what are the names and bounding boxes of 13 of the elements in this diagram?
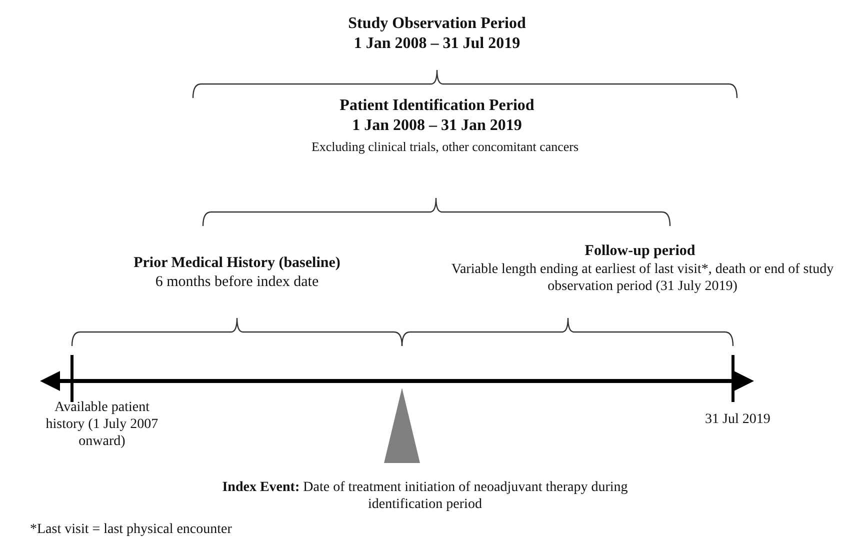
period-description: Available patient history (1 July 2007 onward)	[44, 400, 160, 450]
period-heading: Prior Medical History (baseline)	[132, 254, 342, 272]
period-heading: 1 Jan 2008 – 31 Jan 2019	[351, 116, 523, 136]
period-heading: Patient Identification Period	[338, 96, 536, 116]
period-heading: Study Observation Period	[347, 14, 527, 34]
period-description: Index Event: Date of treatment initiation of neoadjuvant therapy during identification period	[221, 480, 629, 514]
period-description: 31 Jul 2019	[705, 412, 772, 429]
period-heading: Follow-up period	[584, 242, 696, 260]
period-description: Variable length ending at earliest of last visit*, death or end of study observation period (31 July 2019)	[450, 262, 835, 296]
period-description: Excluding clinical trials, other concomitant cancers	[310, 139, 580, 155]
footnote: *Last visit = last physical encounter	[30, 522, 233, 539]
period-heading: 1 Jan 2008 – 31 Jul 2019	[352, 34, 522, 54]
period-description: 6 months before index date	[154, 273, 320, 291]
